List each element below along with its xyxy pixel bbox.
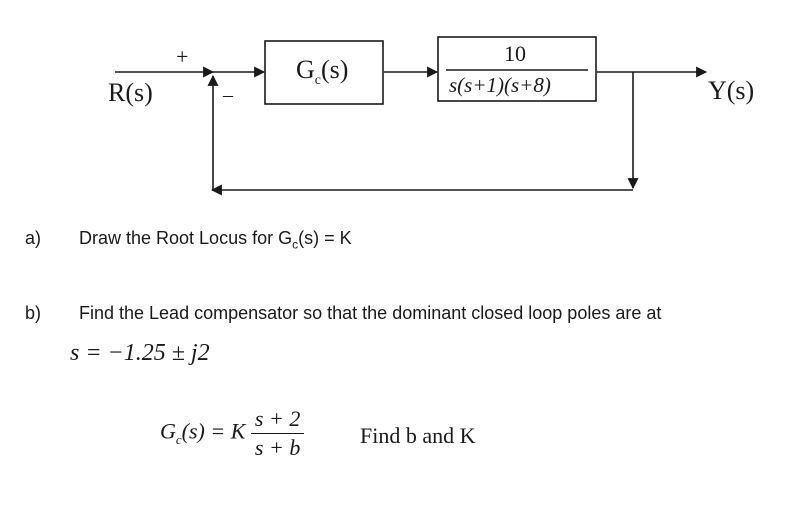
plant-denominator: s(s+1)(s+8) (449, 73, 551, 97)
compensator-fraction: s + 2 s + b (250, 406, 305, 461)
compensator-formula: Gc(s) = K s + 2 s + b (160, 406, 305, 461)
part-a-marker: a) (25, 228, 42, 248)
pole-location: s = −1.25 ± j2 (70, 340, 210, 366)
part-a-text: Draw the Root Locus for Gc(s) = K (79, 228, 352, 252)
plant-numerator: 10 (504, 41, 526, 66)
controller-block (264, 40, 384, 105)
controller-label-sub: c (314, 73, 321, 89)
compensator-numerator: s + 2 (250, 406, 305, 434)
controller-label-main: G (296, 55, 315, 84)
compensator-lhs-arg: (s) = K (181, 418, 246, 444)
part-a-text-post: (s) = K (298, 228, 352, 248)
input-label: R(s) (108, 78, 153, 107)
output-label: Y(s) (708, 76, 755, 105)
controller-label-arg: (s) (321, 55, 349, 84)
part-a-text-pre: Draw the Root Locus for G (79, 228, 293, 248)
find-instruction: Find b and K (360, 423, 476, 448)
part-b-marker: b) (25, 303, 42, 323)
minus-sign: – (223, 84, 233, 106)
compensator-lhs-sub: c (175, 431, 182, 447)
plant-block (437, 36, 597, 102)
part-b-text: Find the Lead compensator so that the do… (79, 303, 662, 323)
plus-sign: + (176, 44, 189, 69)
controller-label: Gc(s) (296, 55, 348, 89)
part-a-text-sub: c (292, 237, 299, 252)
compensator-lhs-main: G (160, 418, 176, 444)
compensator-denominator: s + b (254, 435, 301, 460)
